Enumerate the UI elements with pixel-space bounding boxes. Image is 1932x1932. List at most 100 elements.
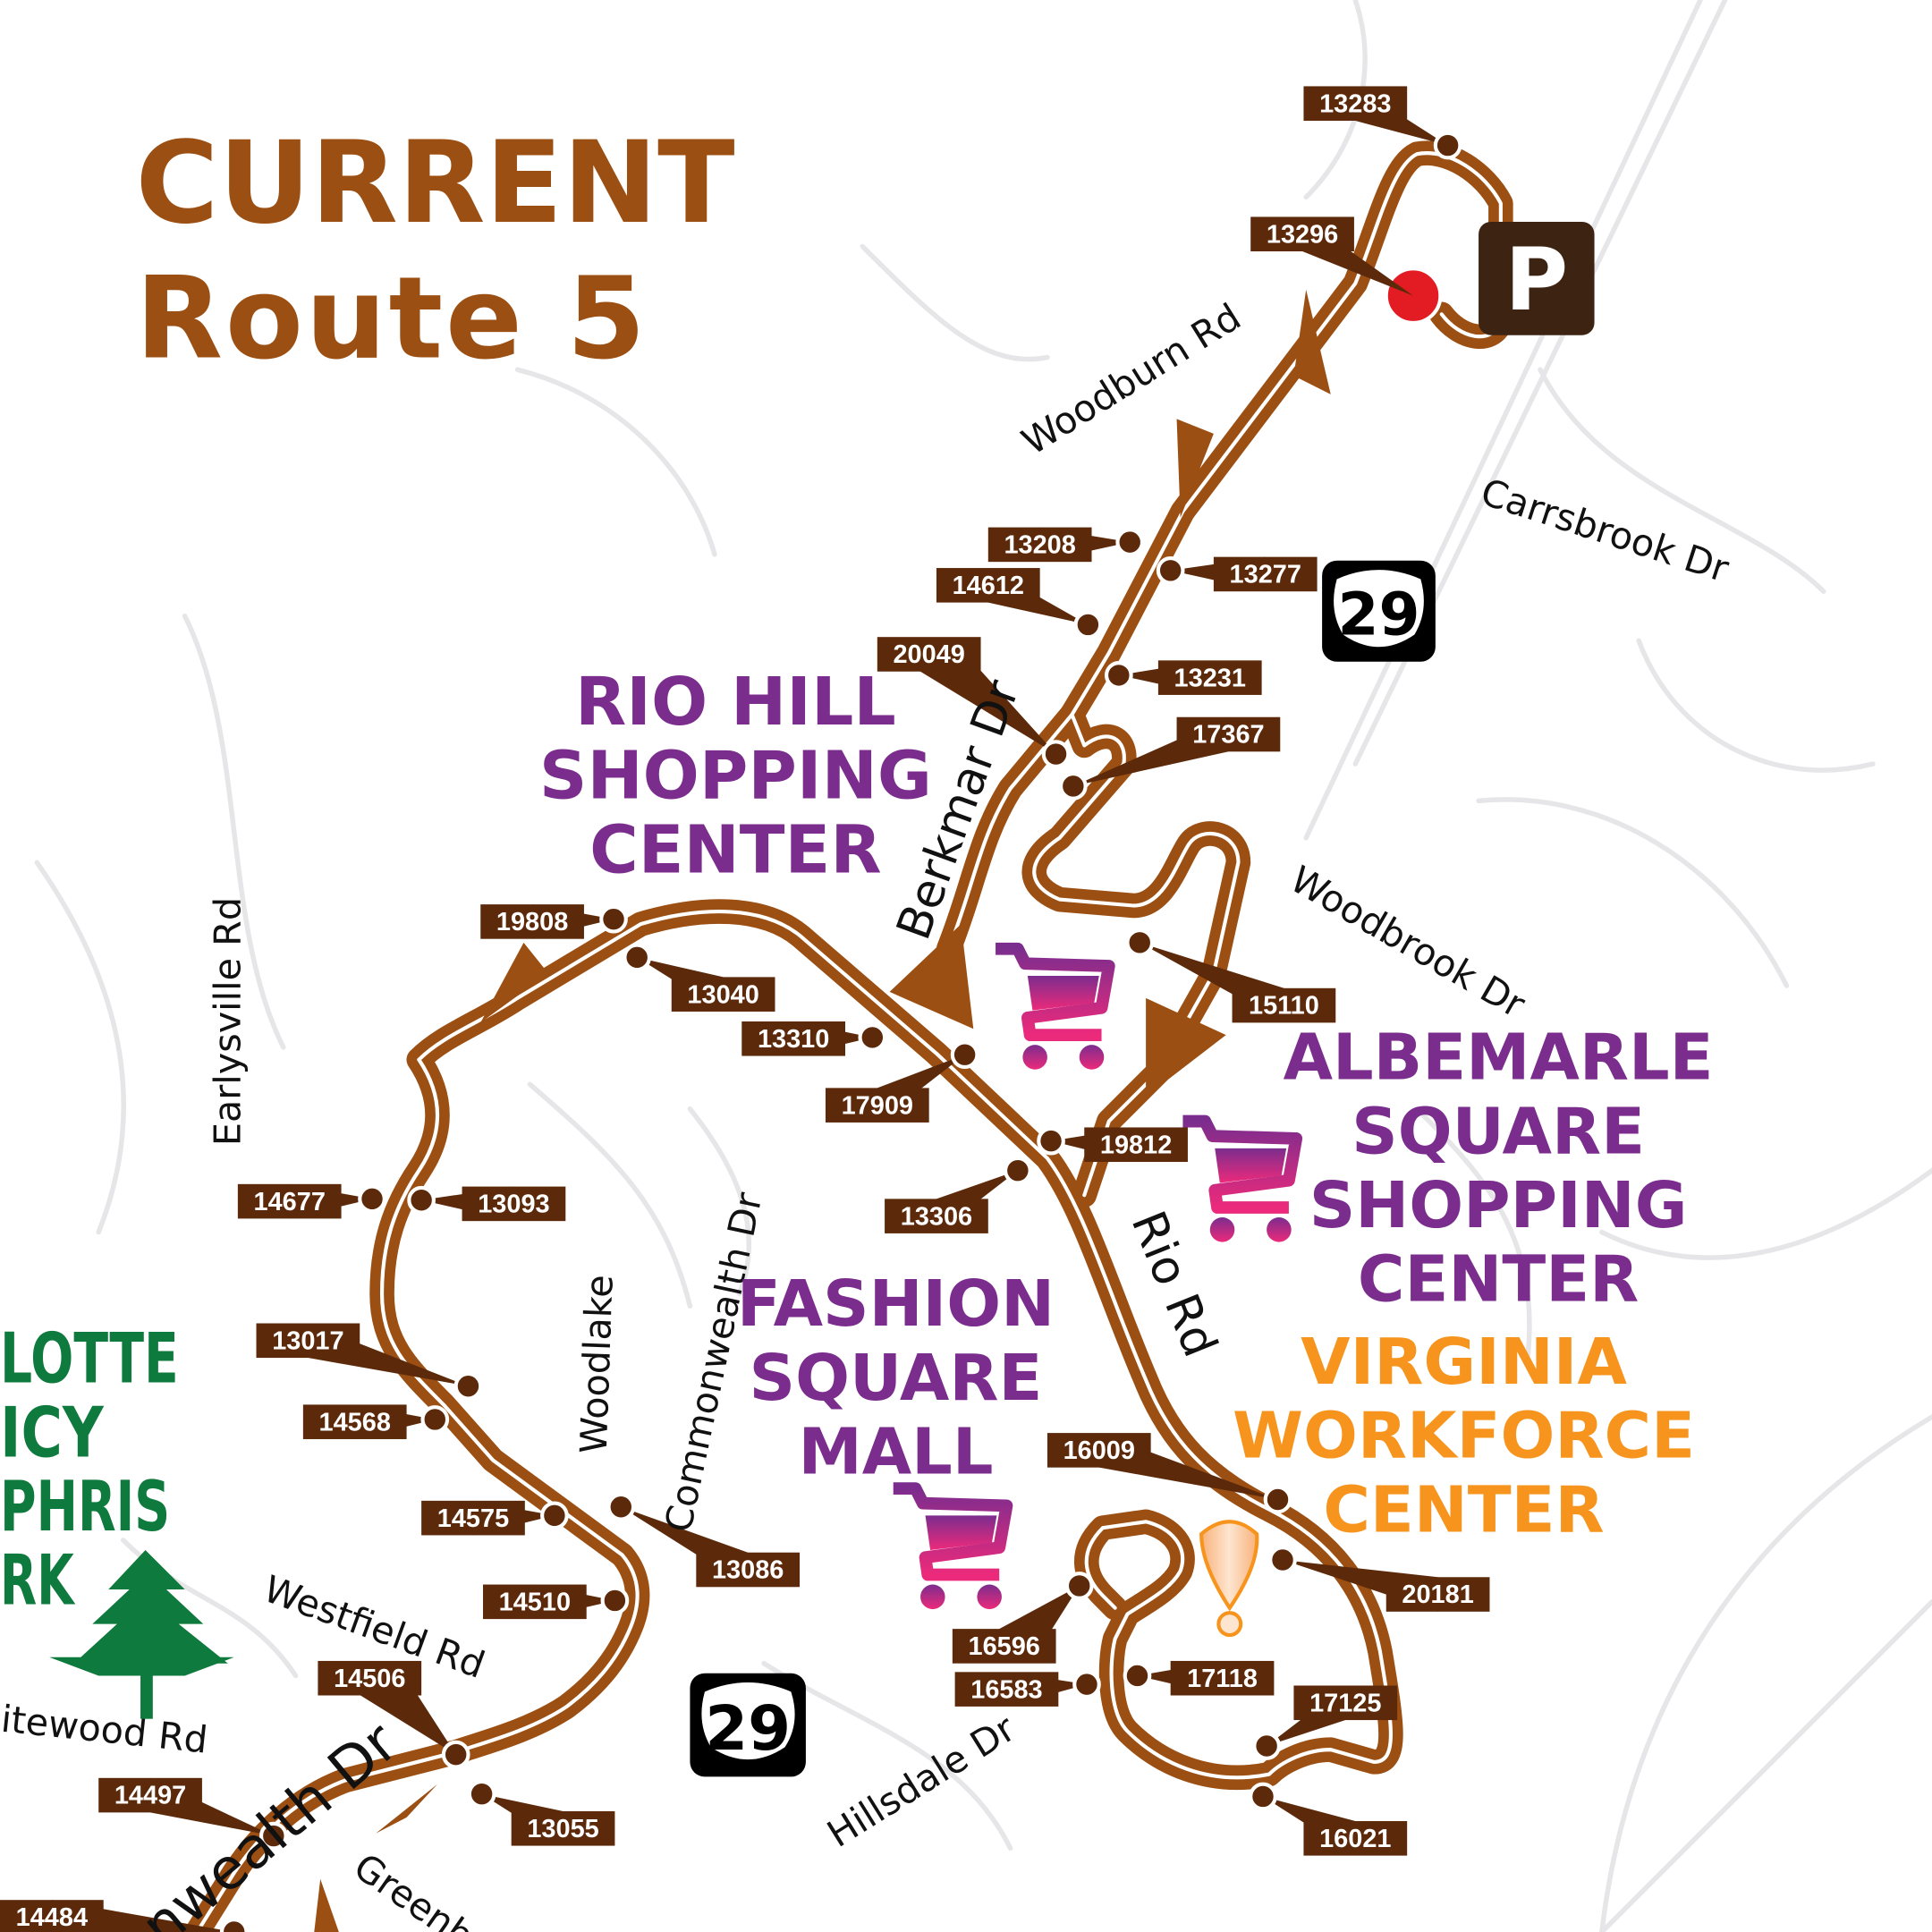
bus-stop[interactable]: 13055	[467, 1779, 615, 1846]
stop-label-box	[302, 1404, 407, 1439]
stop-dot[interactable]	[1072, 1670, 1101, 1699]
stop-dot[interactable]	[1156, 555, 1185, 585]
stop-label-box	[318, 1660, 422, 1696]
stop-dot[interactable]	[1064, 1572, 1094, 1600]
stop-dot[interactable]	[599, 904, 628, 934]
park-label: LOTTE ICY PHRIS RK	[0, 1319, 179, 1622]
highway-number: 29	[705, 1693, 791, 1765]
stop-number: 13040	[687, 980, 758, 1009]
stop-label-box	[885, 1199, 988, 1233]
stop-number: 17125	[1309, 1689, 1381, 1717]
bus-stop[interactable]: 13040	[623, 943, 775, 1012]
bus-stop[interactable]: 13208	[987, 527, 1145, 563]
stop-dot[interactable]	[467, 1779, 496, 1809]
place-line: CENTER	[1323, 1472, 1604, 1546]
stop-number: 17367	[1192, 721, 1264, 750]
stop-dot[interactable]	[1433, 131, 1462, 160]
bus-stop[interactable]: 13296	[1250, 216, 1414, 296]
bus-stop[interactable]: 16021	[1249, 1782, 1408, 1856]
bus-stop[interactable]: 14612	[936, 568, 1103, 640]
stop-dot[interactable]	[1268, 1546, 1297, 1574]
stop-label-box	[421, 1500, 525, 1536]
stop-dot[interactable]	[407, 1185, 436, 1215]
shopping-cart-icon	[996, 949, 1109, 1070]
bus-stop[interactable]: 16596	[952, 1572, 1094, 1664]
bus-stop[interactable]: 17125	[1252, 1685, 1398, 1760]
bus-stop[interactable]: 17118	[1123, 1660, 1275, 1696]
place-line: MALL	[798, 1415, 993, 1489]
stop-label-box	[511, 1811, 615, 1846]
stop-dot[interactable]	[858, 1023, 887, 1052]
bus-stop[interactable]: 13086	[606, 1492, 801, 1588]
stop-dot[interactable]	[1004, 1156, 1032, 1185]
bus-stop[interactable]: 13306	[885, 1156, 1032, 1233]
bus-stop[interactable]: 13231	[1104, 660, 1262, 695]
bus-stop[interactable]: 14506	[318, 1660, 470, 1769]
place-line: RIO HILL	[575, 663, 896, 741]
stop-dot[interactable]	[420, 1405, 450, 1434]
stop-label-box	[741, 1021, 845, 1056]
stop-dot[interactable]	[1104, 661, 1133, 690]
bus-stop[interactable]: 14510	[483, 1584, 630, 1620]
stop-number: 13283	[1319, 89, 1391, 118]
stop-dot[interactable]	[1041, 740, 1071, 768]
stop-dot[interactable]	[219, 1918, 249, 1932]
stop-dot[interactable]	[540, 1501, 569, 1530]
place-line: PHRIS	[0, 1467, 170, 1547]
stop-label-box	[480, 904, 584, 939]
stop-label-box	[1250, 216, 1354, 252]
map-pin-icon	[1199, 1520, 1259, 1638]
stops-layer: 13283 13296 13208 14612 13277 20049 13231 17367…	[0, 86, 1490, 1932]
bus-stop[interactable]: 20049	[877, 637, 1071, 768]
stop-label-box	[256, 1323, 360, 1359]
bus-stop[interactable]: 14568	[302, 1404, 450, 1439]
bus-stop[interactable]: 13283	[1303, 86, 1462, 160]
bus-stop[interactable]: 16583	[954, 1670, 1101, 1707]
bus-stop[interactable]: 17909	[825, 1040, 979, 1123]
stop-dot[interactable]	[1123, 1661, 1152, 1690]
stop-label-box	[483, 1584, 587, 1620]
stop-number: 19808	[496, 908, 568, 936]
stop-dot[interactable]	[1263, 1485, 1292, 1514]
stop-dot[interactable]	[1059, 772, 1088, 801]
stop-dot[interactable]	[1252, 1732, 1281, 1760]
stop-dot[interactable]	[606, 1492, 636, 1521]
stop-number: 20181	[1402, 1580, 1473, 1609]
stop-label-box	[98, 1777, 202, 1813]
stop-dot[interactable]	[258, 1821, 288, 1851]
bus-stop[interactable]: 19812	[1037, 1126, 1188, 1163]
bus-stop[interactable]: 13277	[1156, 555, 1318, 592]
stop-dot[interactable]	[1037, 1126, 1065, 1156]
stop-dot[interactable]	[1073, 610, 1103, 640]
stop-number: 20049	[893, 640, 964, 669]
parking-marker: P	[1479, 221, 1595, 335]
stop-dot[interactable]	[950, 1040, 979, 1070]
bus-stop[interactable]: 13093	[407, 1185, 566, 1222]
stop-number: 13086	[712, 1556, 784, 1585]
bus-stop[interactable]: 19808	[480, 904, 628, 939]
bus-stop[interactable]: 13017	[256, 1323, 483, 1401]
stop-number: 15110	[1249, 992, 1319, 1021]
stop-number: 13296	[1267, 220, 1338, 249]
bus-stop[interactable]: 14575	[421, 1500, 569, 1536]
stop-dot[interactable]	[1115, 528, 1145, 556]
stop-dot[interactable]	[441, 1740, 470, 1769]
bus-stop[interactable]: 13310	[741, 1021, 887, 1056]
page-title: CURRENT Route 5	[136, 116, 735, 385]
stop-number: 14677	[254, 1188, 326, 1216]
bus-stop[interactable]: 14677	[237, 1183, 386, 1219]
stop-dot[interactable]	[623, 943, 652, 972]
stop-number: 16596	[969, 1632, 1040, 1661]
stop-number: 13208	[1004, 531, 1075, 560]
stop-label-box	[1157, 660, 1262, 695]
stop-dot[interactable]	[358, 1184, 386, 1214]
stop-dot[interactable]	[1249, 1782, 1277, 1811]
place-line: ICY	[0, 1393, 105, 1473]
stop-dot[interactable]	[600, 1586, 630, 1615]
bus-stop[interactable]: 14484	[0, 1900, 249, 1932]
bus-stop[interactable]: 14497	[98, 1777, 288, 1851]
stop-dot[interactable]	[1125, 928, 1155, 957]
bus-stop[interactable]: 15110	[1125, 928, 1336, 1023]
stop-dot[interactable]	[453, 1371, 483, 1401]
bus-stop[interactable]: 20181	[1268, 1546, 1490, 1612]
